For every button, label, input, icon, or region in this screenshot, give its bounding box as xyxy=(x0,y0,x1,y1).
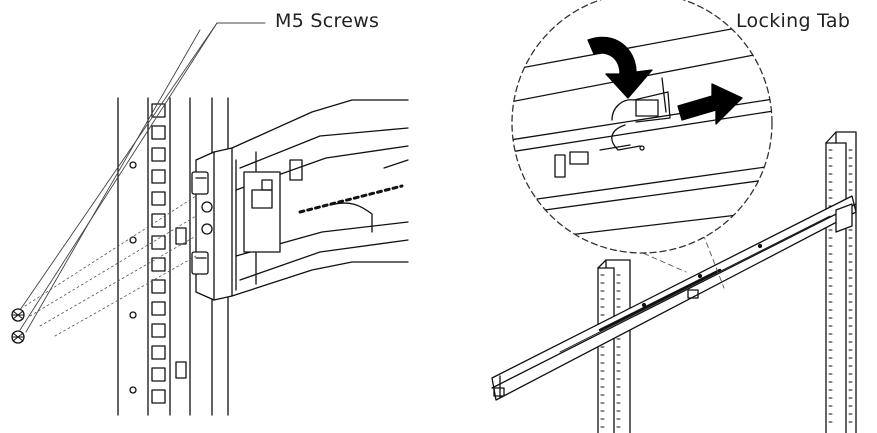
m5-screws-label: M5 Screws xyxy=(275,10,380,32)
rack-square-holes xyxy=(151,103,166,404)
square-hole xyxy=(151,389,166,404)
square-hole xyxy=(151,191,166,206)
rotate-arrow-icon xyxy=(587,36,653,99)
square-hole xyxy=(151,235,166,250)
leader-lines-screws xyxy=(19,22,266,333)
square-hole xyxy=(151,367,166,382)
square-hole xyxy=(151,169,166,184)
square-hole xyxy=(151,125,166,140)
square-hole xyxy=(151,345,166,360)
square-hole xyxy=(151,147,166,162)
rail-front-bracket xyxy=(191,99,409,301)
rack-post-rear-tall xyxy=(825,131,857,433)
square-hole xyxy=(151,323,166,338)
rack-post-front-short xyxy=(597,259,631,433)
dotted-alignment-lines xyxy=(24,195,197,337)
slide-rail-assembly xyxy=(491,195,857,401)
slide-direction-arrow-icon xyxy=(677,83,743,125)
square-hole xyxy=(151,213,166,228)
square-hole xyxy=(151,103,166,118)
locking-tab-label: Locking Tab xyxy=(736,10,851,32)
square-hole xyxy=(151,301,166,316)
m5-screws-icon xyxy=(11,308,25,344)
square-hole xyxy=(151,279,166,294)
magnified-detail-circle xyxy=(511,0,773,254)
